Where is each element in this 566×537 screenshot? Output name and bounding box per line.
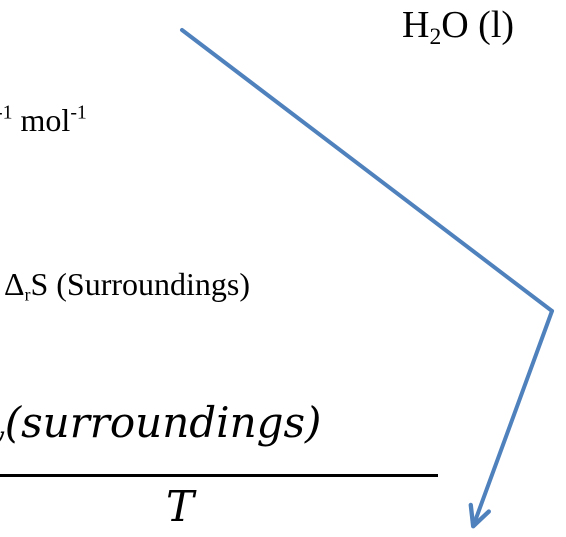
- entropy-surroundings-text: S (Surroundings): [30, 266, 250, 302]
- units-mol: mol: [12, 102, 71, 138]
- fraction-bar: [0, 474, 438, 477]
- entropy-surroundings-label: ΔrS (Surroundings): [4, 266, 250, 303]
- water-subscript-two: 2: [429, 24, 442, 51]
- delta-subscript-r: r: [24, 284, 31, 305]
- delta-symbol: Δ: [4, 266, 25, 302]
- arrow-upper-segment: [180, 28, 554, 313]
- numerator-subscript-v: v: [0, 422, 5, 452]
- numerator-surroundings: (surroundings): [4, 398, 322, 447]
- units-superscript-second: -1: [70, 101, 87, 124]
- water-product-label: H2O (l): [402, 4, 515, 49]
- arrow-lower-segment: [468, 309, 554, 529]
- entropy-units: -1 mol-1: [0, 101, 87, 138]
- water-h-symbol: H: [402, 4, 430, 46]
- fraction-numerator: v(surroundings): [0, 402, 321, 450]
- fraction-denominator: T: [166, 482, 195, 531]
- units-superscript-first: -1: [0, 101, 13, 124]
- water-oxygen-phase: O (l): [441, 4, 515, 46]
